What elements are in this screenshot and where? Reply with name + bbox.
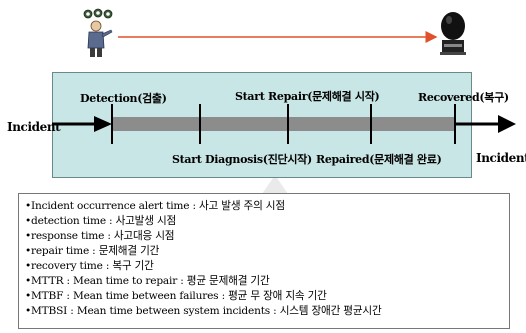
label-detection: Detection(검출) — [80, 92, 167, 105]
person-with-alarms-icon — [83, 8, 113, 57]
definition-item: •MTBF : Mean time between failures : 평균 … — [25, 290, 327, 302]
label-incident-left: Incident — [7, 120, 61, 134]
label-recovered: Recovered(복구) — [418, 91, 509, 104]
definitions-box: •Incident occurrence alert time : 사고 발생 … — [18, 193, 510, 329]
label-repaired: Repaired(문제해결 완료) — [316, 153, 442, 166]
definition-item: •recovery time : 복구 기간 — [25, 260, 154, 272]
definition-item: •response time : 사고대응 시점 — [25, 230, 175, 242]
definitions-list: •Incident occurrence alert time : 사고 발생 … — [19, 194, 509, 319]
alarm-clock-icon — [440, 12, 466, 55]
definition-item: •repair time : 문제해결 기간 — [25, 245, 160, 257]
label-start-diagnosis: Start Diagnosis(진단시작) — [172, 153, 312, 166]
definition-item: •MTTR : Mean time to repair : 평균 문제해결 기간 — [25, 275, 270, 287]
definition-item: •detection time : 사고발생 시점 — [25, 215, 177, 227]
incident-right-arrowhead — [498, 115, 516, 133]
label-start-repair: Start Repair(문제해결 시작) — [235, 90, 380, 103]
definition-item: •MTBSI : Mean time between system incide… — [25, 305, 382, 317]
label-incident-right: Incident — [476, 151, 526, 165]
definition-item: •Incident occurrence alert time : 사고 발생 … — [25, 200, 285, 212]
